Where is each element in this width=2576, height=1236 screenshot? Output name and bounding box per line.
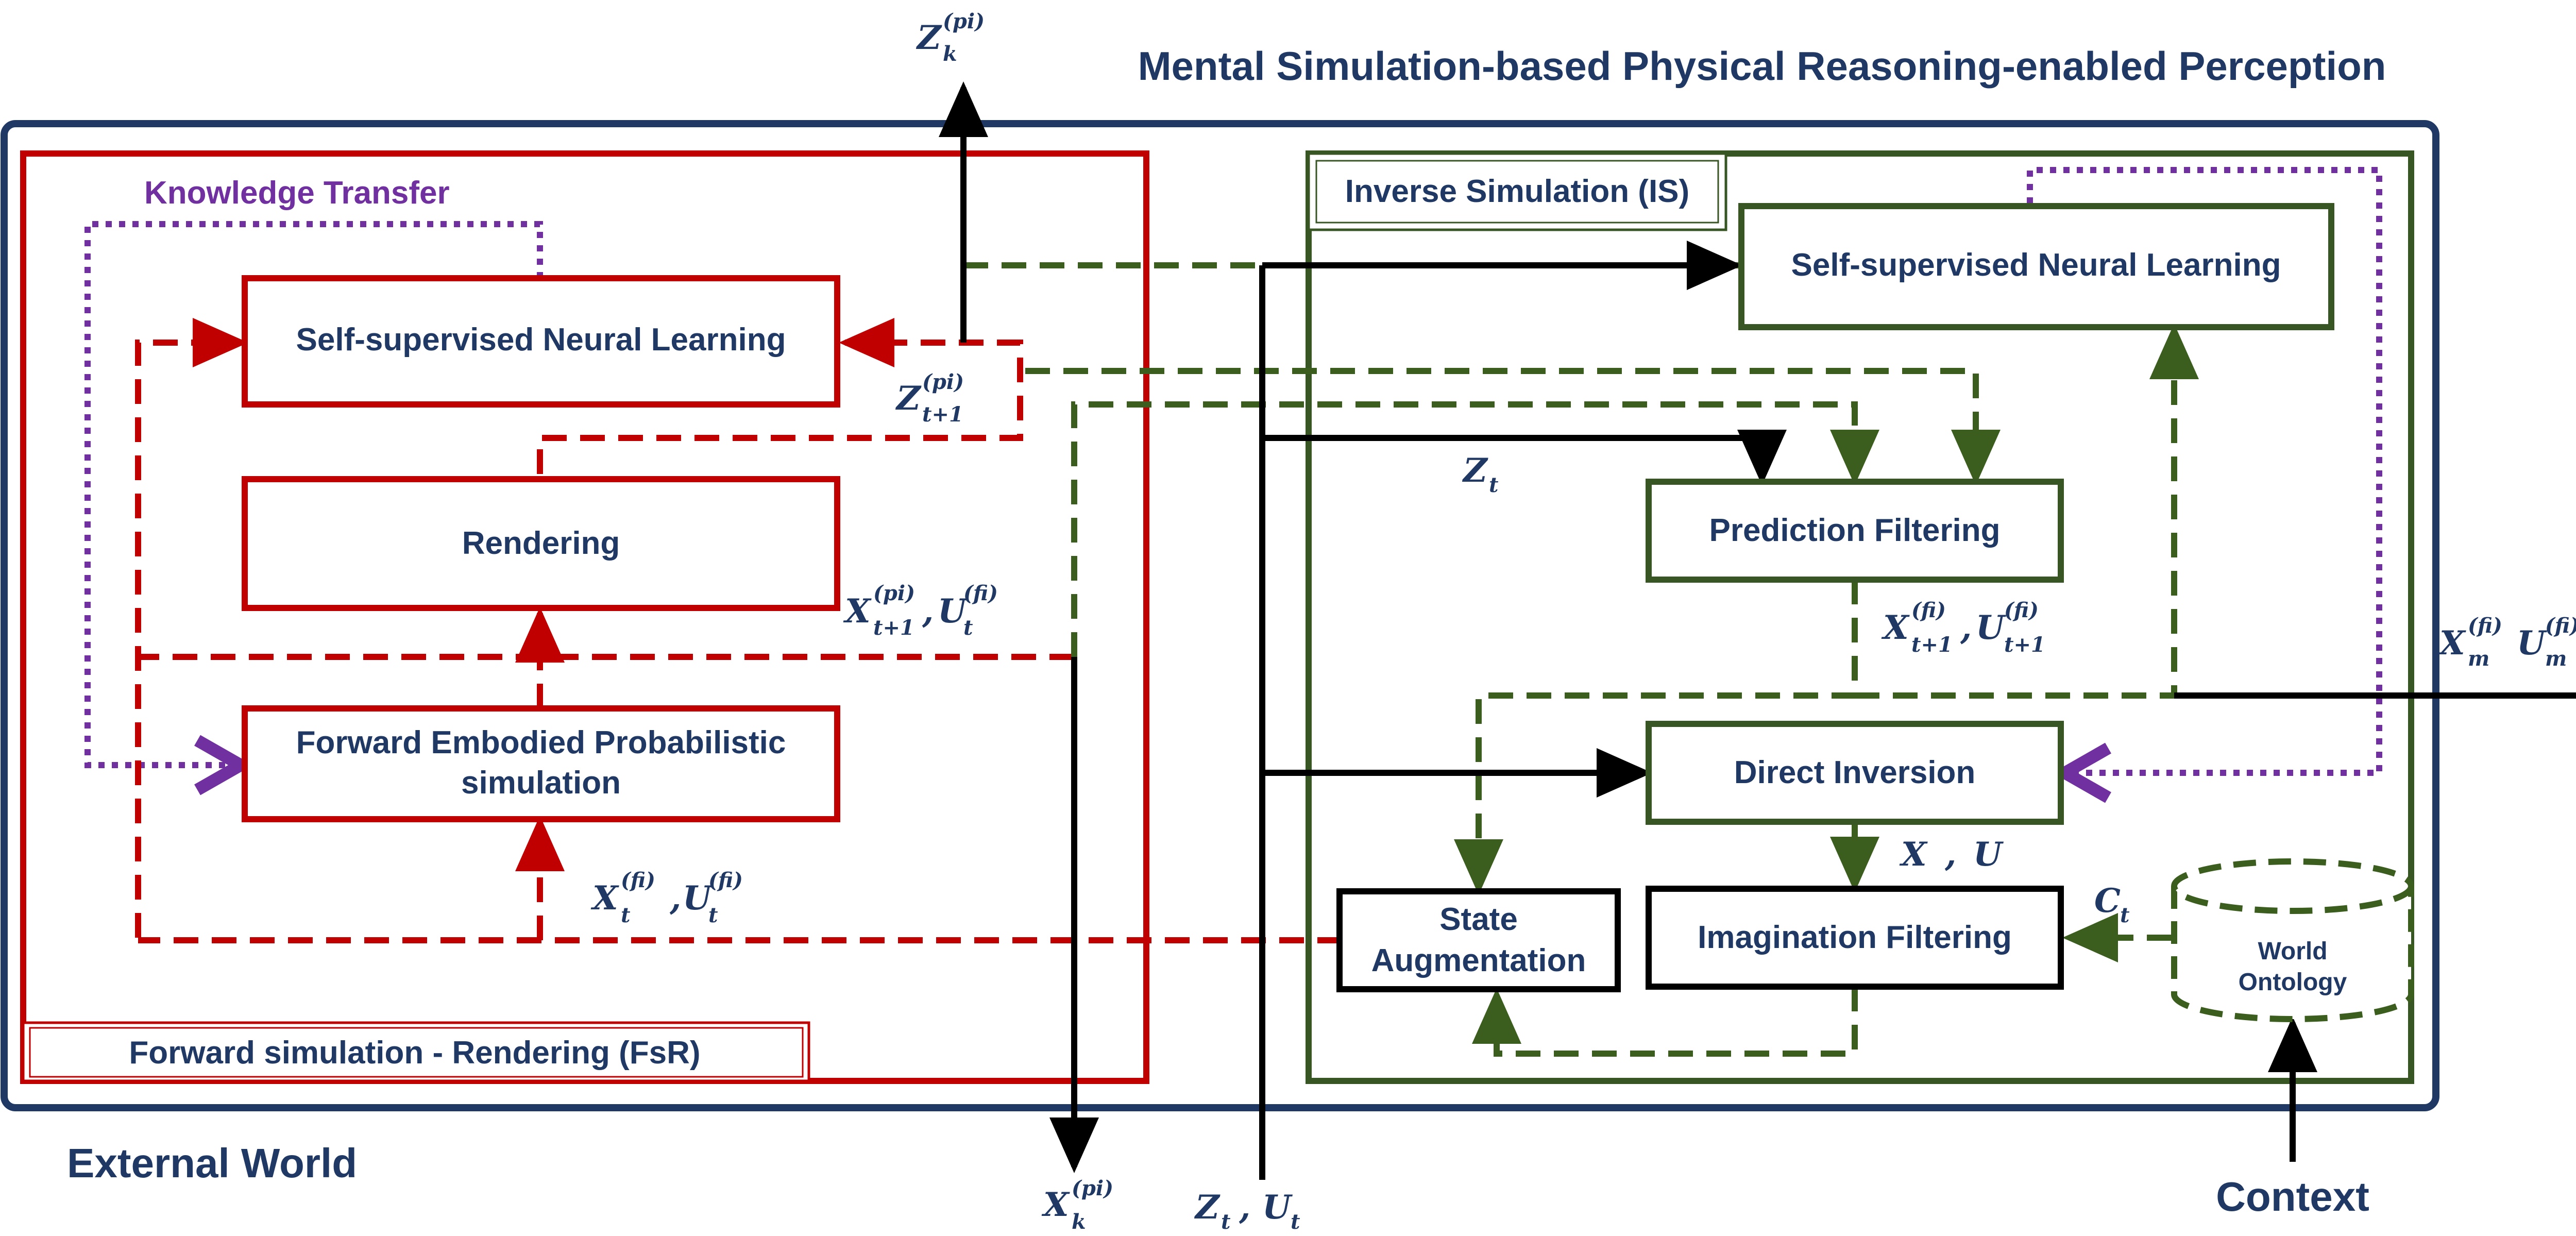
label-z-k-pi: Z (pi) k (916, 9, 985, 66)
svg-text:X: X (1041, 1186, 1070, 1224)
input-to-prediction (1262, 430, 1787, 485)
green-prediction-out (1454, 580, 1858, 895)
svg-text:Imagination Filtering: Imagination Filtering (1698, 920, 2012, 955)
rendering-box: Rendering (242, 476, 840, 611)
svg-text:t+1: t+1 (1911, 633, 1953, 657)
green-x-to-prediction (1071, 401, 1879, 657)
svg-text:U: U (1976, 608, 2007, 647)
svg-text:Z: Z (1194, 1188, 1221, 1227)
svg-text:U: U (1262, 1188, 1293, 1227)
label-x-t-fi-u-t-fi: X (fi) t , U (fi) t (590, 868, 743, 927)
svg-text:t: t (1489, 473, 1499, 497)
svg-text:U: U (938, 592, 969, 631)
svg-text:m: m (2468, 647, 2489, 671)
svg-text:,: , (922, 592, 934, 631)
forward-simulation-box: Forward Embodied Probabilistic simulatio… (242, 705, 840, 822)
svg-text:World: World (2258, 938, 2327, 965)
fsr-neural-learning-box: Self-supervised Neural Learning (242, 275, 840, 408)
svg-text:,: , (669, 879, 681, 918)
label-z-t-u-t-input: Z t , U t (1194, 1188, 1300, 1234)
svg-text:Z: Z (895, 379, 922, 418)
svg-text:k: k (1072, 1210, 1086, 1234)
svg-text:t: t (2120, 903, 2130, 927)
svg-text:State: State (1439, 902, 1518, 937)
world-ontology-database: World Ontology (2171, 858, 2414, 1022)
svg-text:Z: Z (1462, 451, 1488, 490)
svg-text:(fi): (fi) (2468, 614, 2502, 638)
label-z-t: Z t (1462, 451, 1499, 497)
perception-frame (1, 120, 2439, 1111)
green-imagination-to-state (1472, 987, 1858, 1057)
is-frame-label: Inverse Simulation (IS) (1307, 152, 1727, 231)
state-augmentation-box: State Augmentation (1336, 888, 1621, 992)
svg-text:X: X (1881, 608, 1910, 647)
svg-text:(fi): (fi) (621, 868, 655, 892)
svg-text:(pi): (pi) (873, 581, 915, 605)
knowledge-transfer-arrow-right (2027, 167, 2382, 773)
svg-text:t: t (963, 616, 973, 640)
svg-text:C: C (2094, 882, 2121, 920)
label-x-k-pi: X (pi) k (1041, 1176, 1113, 1234)
svg-text:t: t (621, 903, 631, 927)
svg-text:Forward simulation - Rendering: Forward simulation - Rendering (FsR) (129, 1035, 700, 1071)
svg-text:k: k (943, 42, 957, 66)
is-frame (1306, 150, 2414, 1084)
svg-text:t+1: t+1 (873, 616, 914, 640)
label-x-u: X , U (1899, 835, 2004, 874)
svg-text:,: , (1944, 835, 1956, 874)
svg-text:X: X (1899, 835, 1928, 874)
svg-text:t: t (708, 903, 718, 927)
svg-text:Inverse Simulation (IS): Inverse Simulation (IS) (1345, 174, 1689, 209)
svg-text:t+1: t+1 (922, 402, 963, 427)
label-x-m-u-m: X (fi) m U (fi) m (2437, 614, 2576, 671)
fsr-frame-label: Forward simulation - Rendering (FsR) (22, 1021, 810, 1082)
svg-text:X: X (2437, 624, 2466, 663)
svg-text:t+1: t+1 (2004, 633, 2045, 657)
svg-text:U: U (2517, 624, 2548, 663)
svg-text:Self-supervised Neural Learnin: Self-supervised Neural Learning (1791, 247, 2281, 283)
svg-text:(fi): (fi) (2545, 614, 2576, 638)
svg-text:m: m (2545, 647, 2567, 671)
svg-text:(pi): (pi) (922, 370, 964, 394)
green-z-to-prediction (1025, 368, 2001, 485)
svg-text:Direct Inversion: Direct Inversion (1734, 755, 1976, 790)
svg-text:Self-supervised Neural Learnin: Self-supervised Neural Learning (296, 322, 786, 358)
external-world-label: External World (67, 1140, 357, 1186)
diagram-title: Mental Simulation-based Physical Reasoni… (1138, 43, 2386, 89)
label-c-t: C t (2094, 882, 2130, 927)
svg-text:,: , (1239, 1188, 1250, 1227)
svg-text:(fi): (fi) (2004, 598, 2039, 622)
svg-text:Augmentation: Augmentation (1371, 943, 1586, 978)
svg-text:Z: Z (916, 19, 942, 57)
svg-text:U: U (1973, 835, 2004, 874)
svg-text:(pi): (pi) (943, 9, 985, 33)
svg-text:X: X (843, 592, 872, 631)
svg-text:(fi): (fi) (963, 581, 998, 605)
svg-text:U: U (683, 879, 714, 918)
svg-text:,: , (1960, 608, 1972, 647)
knowledge-transfer-label: Knowledge Transfer (144, 175, 450, 211)
prediction-filtering-box: Prediction Filtering (1646, 479, 2064, 583)
direct-inversion-box: Direct Inversion (1646, 721, 2064, 825)
svg-text:(pi): (pi) (1072, 1176, 1113, 1200)
svg-text:(fi): (fi) (1911, 598, 1946, 622)
label-x-t1-fi-u-t1-fi: X (fi) t+1 , U (fi) t+1 (1881, 598, 2045, 657)
svg-text:simulation: simulation (461, 765, 621, 801)
context-label: Context (2216, 1174, 2369, 1220)
svg-text:Prediction Filtering: Prediction Filtering (1709, 513, 2001, 548)
svg-text:t: t (1221, 1210, 1231, 1234)
label-x-t1-pi-u-t-fi: X (pi) t+1 , U (fi) t (843, 581, 998, 640)
red-left-loop-top (135, 318, 248, 938)
svg-text:Rendering: Rendering (462, 526, 620, 561)
svg-text:Ontology: Ontology (2239, 969, 2347, 996)
label-z-t1-pi: Z (pi) t+1 (895, 370, 964, 427)
svg-text:t: t (1291, 1210, 1300, 1234)
svg-text:Forward Embodied Probabilistic: Forward Embodied Probabilistic (296, 725, 786, 760)
imagination-filtering-box: Imagination Filtering (1646, 886, 2064, 990)
svg-text:X: X (590, 879, 619, 918)
is-neural-learning-box: Self-supervised Neural Learning (1738, 203, 2334, 330)
svg-text:(fi): (fi) (708, 868, 743, 892)
